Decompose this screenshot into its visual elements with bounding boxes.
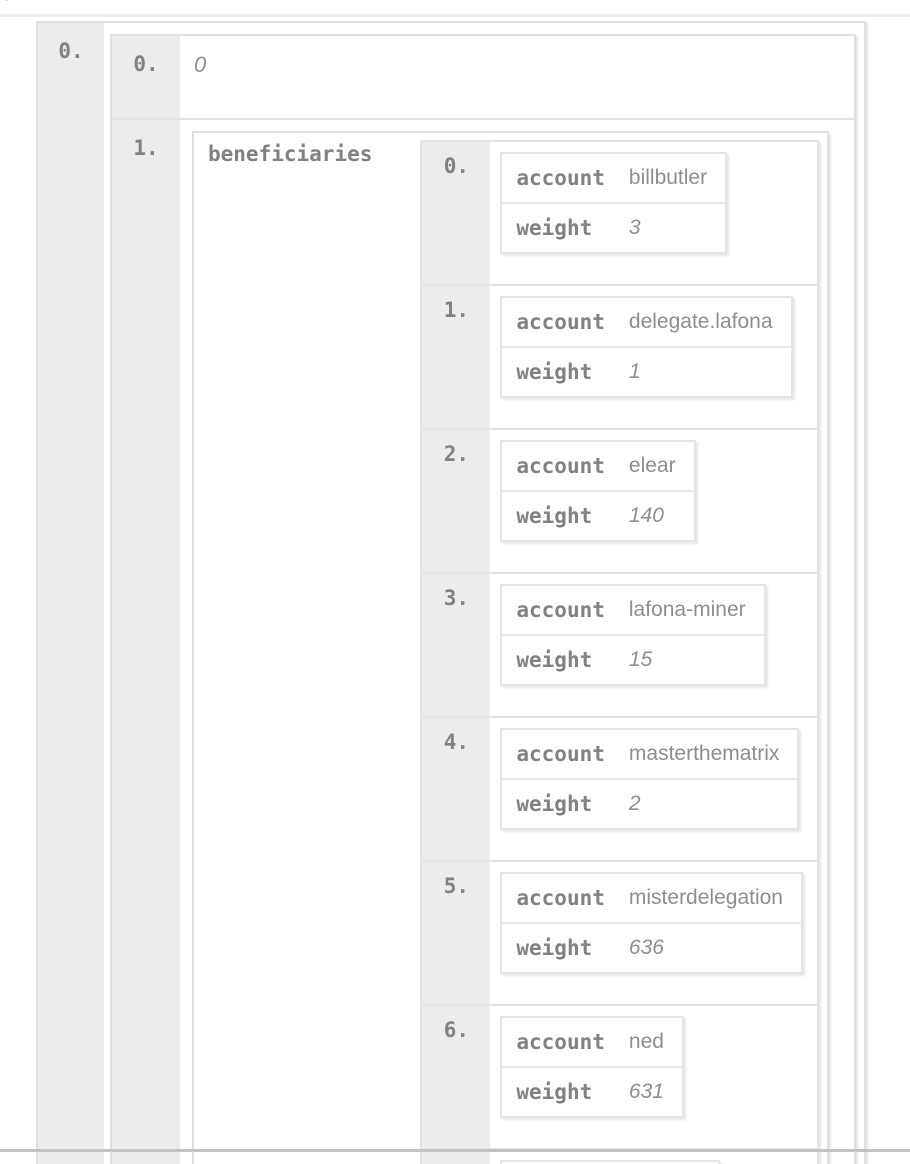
weight-key-label: weight — [502, 490, 617, 540]
outer-value-cell: 0. 0 1. benefi — [104, 23, 864, 1164]
account-value: masterthematrix — [628, 742, 780, 765]
tuple-index-0: 0. — [112, 36, 180, 118]
account-row: account ned — [502, 1018, 682, 1066]
weight-key-label: weight — [502, 922, 617, 972]
account-value: billbutler — [628, 166, 708, 189]
weight-value: 636 — [616, 922, 801, 972]
beneficiaries-value-cell: 0. account billbutler weight 3 1. — [412, 133, 827, 1164]
tuple-row-0: 0. 0 — [112, 36, 854, 118]
beneficiary-item-table: account lafona-miner weight 15 — [500, 584, 766, 686]
beneficiary-value-cell: account ned weight 631 — [490, 1004, 817, 1148]
account-value: lafona-miner — [628, 598, 746, 621]
weight-value: 3 — [616, 202, 726, 252]
outer-index-cell: 0. — [38, 23, 104, 1164]
beneficiary-value-cell: account elear weight 140 — [490, 428, 817, 572]
beneficiary-row: 0. account billbutler weight 3 — [422, 142, 817, 284]
beneficiary-index-cell: 0. — [422, 142, 491, 284]
beneficiary-index-cell: 6. — [422, 1004, 491, 1148]
beneficiaries-array-table: 0. account billbutler weight 3 1. — [420, 140, 819, 1164]
beneficiaries-kv-table: beneficiaries 0. account bil — [192, 131, 829, 1164]
account-row: account lafona-miner — [502, 586, 763, 634]
beneficiary-index-cell: 4. — [422, 716, 491, 860]
account-row: account billbutler — [502, 154, 725, 202]
weight-value: 631 — [616, 1066, 682, 1116]
weight-value: 1 — [616, 346, 791, 396]
beneficiary-value-cell: account delegate.lafona weight 1 — [490, 284, 817, 428]
cropped-key-fragment: s — [1, 0, 14, 5]
beneficiary-value-cell: account billbutler weight 3 — [490, 142, 817, 284]
weight-key-label: weight — [502, 346, 617, 396]
account-key-label: account — [516, 886, 605, 910]
beneficiary-row: 3. account lafona-miner weight 15 — [422, 572, 817, 716]
account-value: ned — [628, 1030, 664, 1053]
beneficiary-index-cell: 1. — [422, 284, 491, 428]
weight-key-label: weight — [502, 1066, 617, 1116]
beneficiary-value-cell: account masterthematrix weight 2 — [490, 716, 817, 860]
account-key-label: account — [516, 310, 605, 334]
beneficiary-item-table: account billbutler weight 3 — [500, 152, 728, 254]
beneficiaries-kv-row: beneficiaries 0. account bil — [194, 133, 827, 1164]
account-value: elear — [628, 454, 676, 477]
weight-value: 2 — [616, 778, 798, 828]
beneficiary-row: 4. account masterthematrix weight 2 — [422, 716, 817, 860]
beneficiary-index-cell: 3. — [422, 572, 491, 716]
tuple-value-1: beneficiaries 0. account bil — [180, 118, 854, 1164]
weight-row: weight 140 — [502, 490, 694, 540]
cropped-value-fragment: true — [32, 0, 68, 5]
weight-row: weight 2 — [502, 778, 798, 828]
cropped-previous-row: s true — [0, 0, 910, 14]
account-row: account masterthematrix — [502, 730, 797, 778]
beneficiary-index-cell: 2. — [422, 428, 491, 572]
beneficiary-item-table: account ned weight 631 — [500, 1016, 684, 1118]
extensions-row: 0. 0. 0 1. — [38, 23, 864, 1164]
beneficiary-item-table: account masterthematrix weight 2 — [500, 728, 800, 830]
beneficiary-value-cell: account misterdelegation weight 636 — [490, 860, 817, 1004]
account-key-label: account — [516, 1030, 605, 1054]
weight-key-label: weight — [502, 634, 617, 684]
account-key-label: account — [516, 166, 605, 190]
row-divider — [0, 14, 910, 17]
tuple-index-1: 1. — [112, 118, 180, 1164]
beneficiary-row: 6. account ned weight 631 — [422, 1004, 817, 1148]
account-key-label: account — [516, 454, 605, 478]
tuple-value-0: 0 — [194, 52, 207, 77]
account-key-label: account — [516, 742, 605, 766]
beneficiary-item-table: account delegate.lafona weight 1 — [500, 296, 793, 398]
beneficiary-index-cell: 5. — [422, 860, 491, 1004]
account-value: delegate.lafona — [628, 310, 773, 333]
extension-tuple-table: 0. 0 1. benefi — [110, 34, 856, 1164]
weight-row: weight 631 — [502, 1066, 682, 1116]
beneficiary-item-table: account wackou weight 61 — [500, 1160, 721, 1164]
account-key-label: account — [516, 598, 605, 622]
account-row: account elear — [502, 442, 693, 490]
beneficiary-value-cell: account lafona-miner weight 15 — [490, 572, 817, 716]
beneficiary-row: 1. account delegate.lafona weight 1 — [422, 284, 817, 428]
account-row: account misterdelegation — [502, 874, 801, 922]
beneficiary-row: 5. account misterdelegation weight 636 — [422, 860, 817, 1004]
weight-value: 15 — [616, 634, 764, 684]
account-value: misterdelegation — [628, 886, 783, 909]
beneficiaries-key-label: beneficiaries — [208, 142, 373, 166]
beneficiary-row: 2. account elear weight 140 — [422, 428, 817, 572]
beneficiary-item-table: account misterdelegation weight 636 — [500, 872, 803, 974]
weight-key-label: weight — [502, 202, 617, 252]
account-row: account delegate.lafona — [502, 298, 790, 346]
weight-key-label: weight — [502, 778, 617, 828]
beneficiary-item-table: account elear weight 140 — [500, 440, 696, 542]
weight-row: weight 15 — [502, 634, 764, 684]
weight-row: weight 3 — [502, 202, 726, 252]
weight-row: weight 1 — [502, 346, 791, 396]
tuple-row-1: 1. beneficiaries — [112, 118, 854, 1164]
weight-row: weight 636 — [502, 922, 801, 972]
extensions-array-table: 0. 0. 0 1. — [36, 21, 866, 1164]
bottom-table-rule — [0, 1149, 910, 1152]
weight-value: 140 — [616, 490, 694, 540]
